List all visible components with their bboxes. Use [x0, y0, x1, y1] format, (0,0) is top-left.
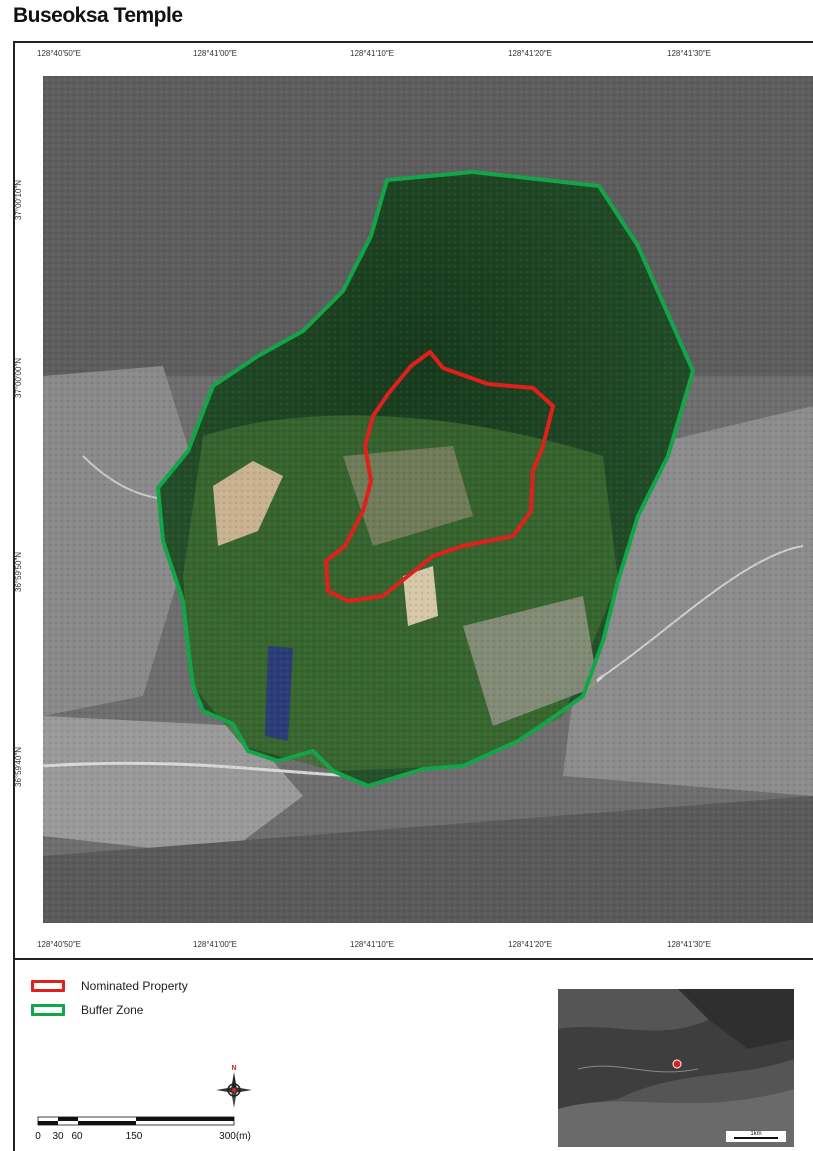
- scale-label-300: 300(m): [219, 1131, 251, 1142]
- map-title: Buseoksa Temple: [13, 4, 183, 27]
- nominated-swatch: [31, 980, 65, 992]
- longitude-label-bottom-2: 128°41′00″E: [192, 940, 238, 949]
- longitude-label-top-5: 128°41′30″E: [666, 49, 712, 58]
- latitude-label-left-1: 37°00′10″N: [14, 179, 23, 220]
- legend-label-nominated: Nominated Property: [81, 979, 188, 993]
- location-marker: [672, 1059, 682, 1069]
- scale-label-60: 60: [71, 1131, 83, 1142]
- scale-label-150: 150: [125, 1131, 143, 1142]
- legend-label-buffer: Buffer Zone: [81, 1003, 144, 1017]
- compass-rose-icon: N: [216, 1065, 252, 1108]
- latitude-label-left-4: 36°59′40″N: [14, 746, 23, 787]
- inset-scale-label: 1km: [750, 1131, 761, 1137]
- latitude-label-left-3: 36°59′50″N: [14, 551, 23, 592]
- longitude-label-bottom-4: 128°41′20″E: [507, 940, 553, 949]
- latitude-label-left-2: 37°00′00″N: [14, 357, 23, 398]
- nominated-property-boundary: [324, 350, 555, 603]
- legend-divider: [13, 958, 813, 960]
- buffer-zone-boundary: [156, 170, 695, 788]
- scale-bar: [37, 1116, 235, 1126]
- scale-label-30: 30: [52, 1131, 64, 1142]
- longitude-label-top-4: 128°41′20″E: [507, 49, 553, 58]
- north-label: N: [231, 1065, 236, 1072]
- scale-label-0: 0: [35, 1131, 41, 1142]
- legend-nominated: Nominated Property: [31, 979, 188, 993]
- longitude-label-bottom-3: 128°41′10″E: [349, 940, 395, 949]
- buffer-swatch: [31, 1004, 65, 1016]
- longitude-label-bottom-1: 128°40′50″E: [36, 940, 82, 949]
- legend-buffer: Buffer Zone: [31, 1003, 143, 1017]
- longitude-label-top-1: 128°40′50″E: [36, 49, 82, 58]
- image-texture: [43, 76, 813, 923]
- satellite-map[interactable]: [43, 76, 813, 923]
- map-frame: [13, 41, 813, 1151]
- longitude-label-top-2: 128°41′00″E: [192, 49, 238, 58]
- longitude-label-bottom-5: 128°41′30″E: [666, 940, 712, 949]
- longitude-label-top-3: 128°41′10″E: [349, 49, 395, 58]
- locator-inset-map[interactable]: 1km: [558, 989, 794, 1147]
